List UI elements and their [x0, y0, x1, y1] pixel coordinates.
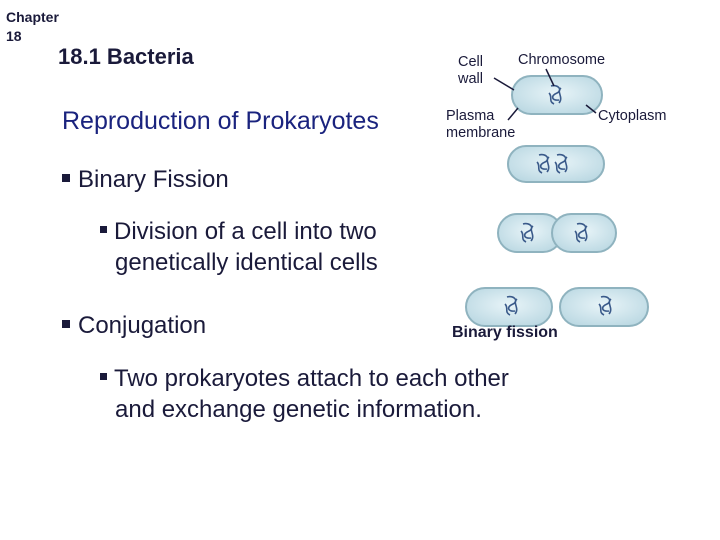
- diagram-caption: Binary fission: [452, 324, 558, 341]
- pointer-plasma: [507, 107, 519, 121]
- sub-bullet-line2: genetically identical cells: [115, 249, 378, 276]
- sub-bullet-line1: Two prokaryotes attach to each other: [114, 365, 509, 392]
- sub-bullet-conjugation: Two prokaryotes attach to each other and…: [100, 363, 509, 425]
- sub-bullet-line1: Division of a cell into two: [114, 218, 377, 245]
- pointer-cell-wall: [493, 77, 515, 91]
- cell-dividing-right: [551, 213, 617, 253]
- pointer-cytoplasm: [585, 104, 597, 114]
- label-chromosome: Chromosome: [518, 52, 605, 68]
- pointer-chromosome: [545, 68, 555, 87]
- bullet-square-icon: [100, 373, 107, 381]
- bullet-conjugation: Conjugation: [62, 310, 206, 342]
- label-plasma-line1: Plasma: [446, 108, 495, 124]
- bullet-square-icon: [62, 173, 70, 182]
- bullet-square-icon: [62, 319, 70, 328]
- bullet-label: Binary Fission: [78, 166, 229, 193]
- daughter-cell-right: [559, 287, 649, 327]
- label-cell-wall-line1: Cell: [458, 54, 483, 70]
- section-title: 18.1 Bacteria: [58, 44, 194, 69]
- sub-bullet-binary-fission: Division of a cell into two genetically …: [100, 216, 378, 278]
- cell-parent: [511, 75, 603, 115]
- sub-bullet-line2: and exchange genetic information.: [115, 396, 482, 423]
- bullet-label: Conjugation: [78, 312, 207, 339]
- slide-title: Reproduction of Prokaryotes: [62, 107, 379, 135]
- binary-fission-diagram: Cell wall Chromosome Plasma membrane Cyt…: [446, 52, 667, 341]
- label-plasma-line2: membrane: [446, 125, 515, 141]
- chapter-label-line1: Chapter: [6, 9, 59, 25]
- chapter-label-number: 18: [6, 28, 22, 44]
- bullet-binary-fission: Binary Fission: [62, 164, 229, 196]
- bullet-square-icon: [100, 226, 107, 234]
- chapter-label: Chapter 18: [6, 8, 59, 46]
- label-cell-wall-line2: wall: [457, 71, 483, 87]
- label-cytoplasm: Cytoplasm: [598, 108, 667, 124]
